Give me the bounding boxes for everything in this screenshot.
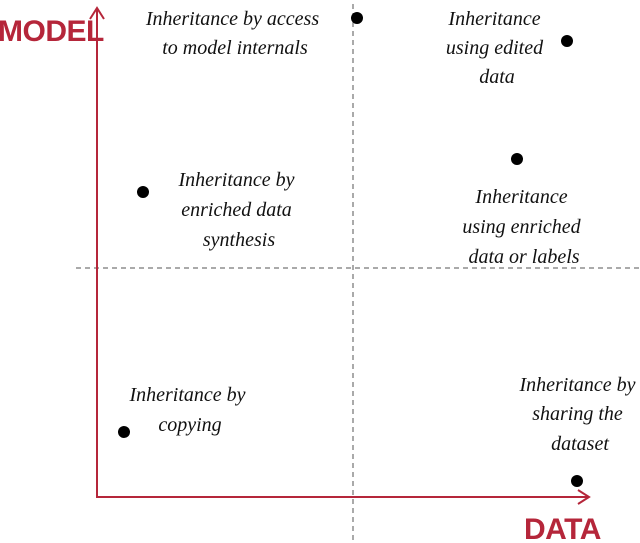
point-dot [571, 475, 583, 487]
x-axis-arrowhead [577, 489, 591, 505]
point-dot [351, 12, 363, 24]
point-label: Inheritance by sharing the dataset [518, 374, 640, 455]
point-label: Inheritance using edited data [446, 8, 548, 88]
point-label: Inheritance using enriched data or label… [462, 186, 585, 268]
point-dot [561, 35, 573, 47]
point-dot [137, 186, 149, 198]
point-dot [118, 426, 130, 438]
y-axis-arrowhead [89, 6, 105, 20]
x-axis-title: DATA [524, 513, 601, 543]
y-axis-title: MODEL [0, 15, 104, 48]
point-label: Inheritance by copying [128, 384, 250, 436]
point-label: Inheritance by access to model internals [145, 8, 324, 59]
point-dot [511, 153, 523, 165]
point-label: Inheritance by enriched data synthesis [177, 169, 299, 251]
